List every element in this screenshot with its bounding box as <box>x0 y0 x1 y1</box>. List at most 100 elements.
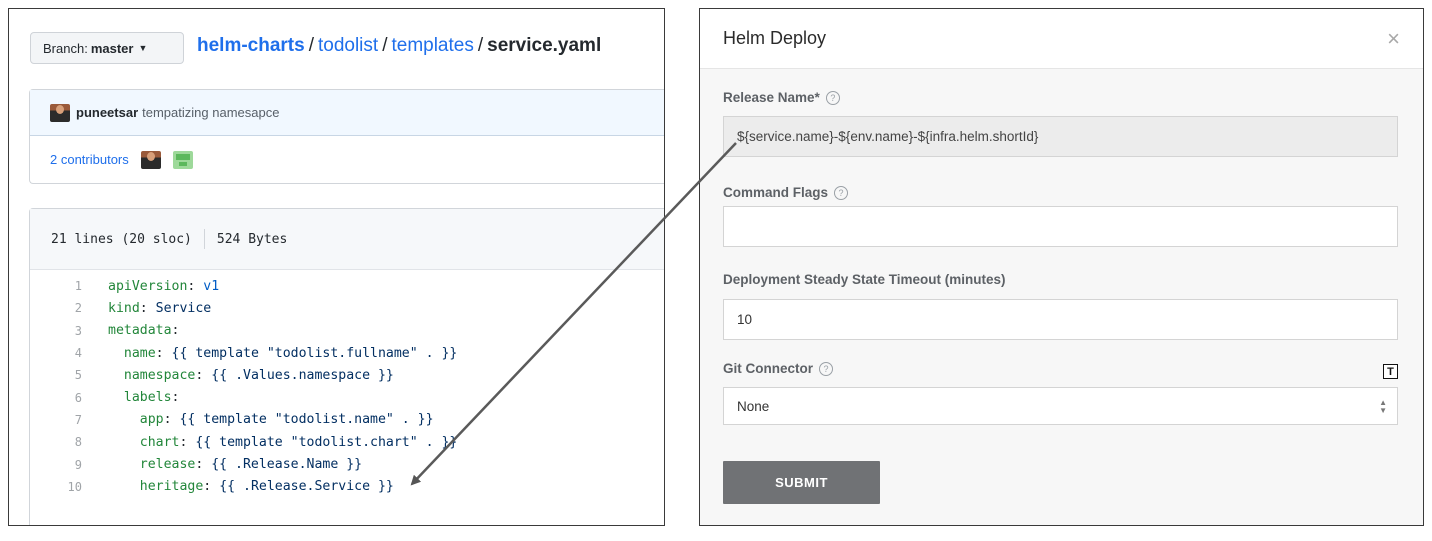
submit-button[interactable]: SUBMIT <box>723 461 880 504</box>
command-flags-label-text: Command Flags <box>723 185 829 200</box>
code-content: chart: {{ template "todolist.chart" . }} <box>82 434 458 450</box>
yaml-separator: : <box>139 300 156 316</box>
git-connector-label: Git Connector ? <box>723 361 833 376</box>
line-number[interactable]: 5 <box>74 368 82 383</box>
help-icon[interactable]: ? <box>825 90 840 105</box>
breadcrumb-dir-templates[interactable]: templates <box>391 35 474 56</box>
code-content: namespace: {{ .Values.namespace }} <box>82 368 394 383</box>
yaml-value: {{ template "todolist.name" . }} <box>179 412 434 428</box>
avatar[interactable] <box>50 103 70 122</box>
latest-commit-row: puneetsar tempatizing namesapce <box>30 90 664 136</box>
breadcrumb-file-name: service.yaml <box>487 35 602 56</box>
template-toggle-icon[interactable]: T <box>1383 364 1398 379</box>
timeout-value: 10 <box>737 312 753 327</box>
yaml-key: namespace <box>123 367 196 383</box>
code-line: 8 chart: {{ template "todolist.chart" . … <box>30 431 664 453</box>
file-header: 21 lines (20 sloc) 524 Bytes <box>30 209 664 270</box>
yaml-key: kind <box>108 300 140 316</box>
yaml-key: release <box>139 457 196 473</box>
code-line: 9 release: {{ .Release.Name }} <box>30 453 664 475</box>
yaml-value: v1 <box>203 278 220 294</box>
yaml-value: {{ .Release.Name }} <box>211 457 363 473</box>
yaml-key: name <box>123 345 156 361</box>
command-flags-input[interactable] <box>723 206 1398 247</box>
help-icon[interactable]: ? <box>834 185 849 200</box>
yaml-key: heritage <box>139 479 204 495</box>
release-name-value: ${service.name}-${env.name}-${infra.helm… <box>737 129 1039 144</box>
code-content: apiVersion: v1 <box>82 279 219 294</box>
code-content: heritage: {{ .Release.Service }} <box>82 479 394 494</box>
help-icon[interactable]: ? <box>819 361 833 376</box>
release-name-label: Release Name* ? <box>723 90 840 105</box>
code-content: kind: Service <box>82 301 211 316</box>
avatar[interactable] <box>172 150 193 169</box>
breadcrumb-dir-todolist[interactable]: todolist <box>317 35 379 56</box>
branch-name: master <box>90 40 134 56</box>
yaml-separator: : <box>195 367 212 383</box>
code-line: 10 heritage: {{ .Release.Service }} <box>30 476 664 498</box>
avatar[interactable] <box>140 150 161 169</box>
yaml-separator: : <box>187 278 204 294</box>
yaml-key: app <box>139 412 164 428</box>
line-number[interactable]: 4 <box>74 346 82 361</box>
line-number[interactable]: 6 <box>74 390 82 405</box>
code-indent <box>108 479 140 494</box>
helm-deploy-dialog: Helm Deploy × Release Name* ? ${service.… <box>699 8 1424 526</box>
release-name-field[interactable]: ${service.name}-${env.name}-${infra.helm… <box>723 116 1398 157</box>
code-line: 7 app: {{ template "todolist.name" . }} <box>30 409 664 431</box>
breadcrumb-repo-link[interactable]: helm-charts <box>197 35 305 56</box>
code-content: name: {{ template "todolist.fullname" . … <box>82 346 457 361</box>
code-indent <box>108 368 124 383</box>
line-number[interactable]: 7 <box>74 412 82 427</box>
yaml-separator: : <box>171 323 180 339</box>
line-number[interactable]: 2 <box>74 301 82 316</box>
yaml-value: {{ template "todolist.chart" . }} <box>195 434 458 450</box>
timeout-label: Deployment Steady State Timeout (minutes… <box>723 272 1006 287</box>
line-number[interactable]: 9 <box>74 457 82 472</box>
command-flags-label: Command Flags ? <box>723 185 849 200</box>
code-line: 4 name: {{ template "todolist.fullname" … <box>30 342 664 364</box>
code-content: release: {{ .Release.Name }} <box>82 457 362 472</box>
yaml-separator: : <box>171 390 180 406</box>
commit-message-link[interactable]: tempatizing namesapce <box>142 105 280 120</box>
code-indent <box>108 412 140 427</box>
file-line-count: 21 lines (20 sloc) <box>51 231 192 247</box>
yaml-separator: : <box>179 434 196 450</box>
yaml-separator: : <box>163 412 180 428</box>
yaml-value: Service <box>155 300 212 316</box>
file-header-divider <box>203 229 205 249</box>
code-line: 6 labels: <box>30 386 664 408</box>
code-content: labels: <box>82 390 180 406</box>
timeout-label-text: Deployment Steady State Timeout (minutes… <box>723 272 1006 287</box>
yaml-key: labels <box>123 390 172 406</box>
git-connector-value: None <box>737 398 770 414</box>
latest-commit-box: puneetsar tempatizing namesapce 2 contri… <box>29 89 664 184</box>
breadcrumb-separator: / <box>477 35 484 56</box>
yaml-value: {{ .Release.Service }} <box>219 479 394 495</box>
yaml-separator: : <box>195 457 212 473</box>
contributors-row: 2 contributors <box>30 136 664 183</box>
branch-selector-button[interactable]: Branch: master ▼ <box>30 32 184 64</box>
timeout-input[interactable]: 10 <box>723 299 1398 340</box>
breadcrumb-separator: / <box>382 35 388 56</box>
git-connector-select[interactable]: None ▲▼ <box>723 387 1398 425</box>
line-number[interactable]: 10 <box>67 479 82 494</box>
branch-prefix: Branch: <box>43 40 88 56</box>
line-number[interactable]: 3 <box>74 323 82 338</box>
yaml-value: {{ template "todolist.fullname" . }} <box>171 345 458 361</box>
release-name-label-text: Release Name* <box>723 90 820 105</box>
commit-author-link[interactable]: puneetsar <box>76 105 139 120</box>
code-indent <box>108 346 124 361</box>
line-number[interactable]: 8 <box>74 435 82 450</box>
code-indent <box>108 435 140 450</box>
line-number[interactable]: 1 <box>74 279 82 294</box>
github-file-panel: Branch: master ▼ helm-charts/todolist/te… <box>8 8 665 526</box>
close-icon[interactable]: × <box>1387 25 1400 51</box>
breadcrumb: helm-charts/todolist/templates/service.y… <box>197 35 601 57</box>
code-content: app: {{ template "todolist.name" . }} <box>82 412 434 427</box>
code-indent <box>108 390 124 405</box>
contributors-link[interactable]: 2 contributors <box>50 152 129 167</box>
